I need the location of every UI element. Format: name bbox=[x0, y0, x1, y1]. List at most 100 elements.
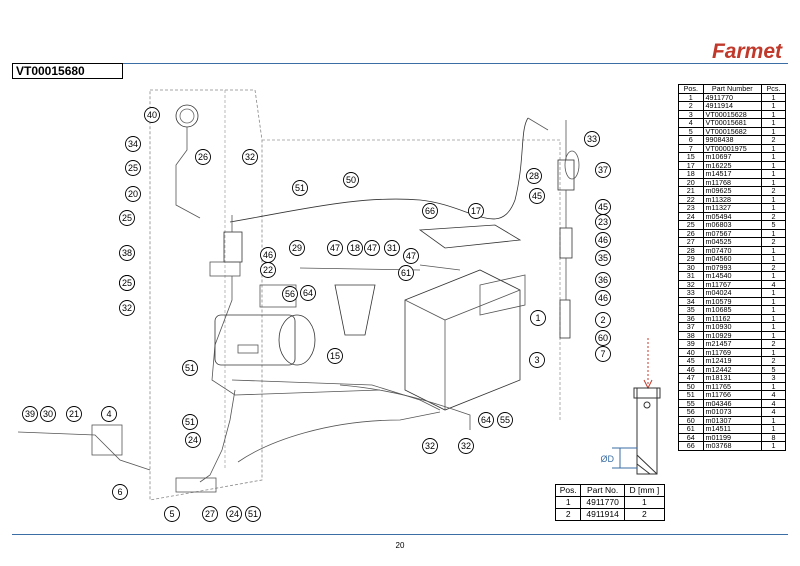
callout-circle bbox=[125, 136, 141, 152]
callout-bubble: 50 bbox=[343, 172, 359, 188]
callout-bubble: 47 bbox=[364, 240, 380, 256]
part-number-cell: 4911914 bbox=[702, 101, 762, 111]
pos-cell: 51 bbox=[678, 390, 704, 400]
callout-bubble: 32 bbox=[458, 438, 474, 454]
callout-number: 28 bbox=[529, 171, 539, 181]
callout-circle bbox=[347, 240, 363, 256]
callout-circle bbox=[144, 107, 160, 123]
callout-circle bbox=[164, 506, 180, 522]
callout-bubble: 15 bbox=[327, 348, 343, 364]
callout-number: 25 bbox=[122, 278, 132, 288]
callout-number: 51 bbox=[248, 509, 258, 519]
pos-cell: 61 bbox=[678, 424, 704, 434]
header-part-number: Part Number bbox=[702, 84, 762, 94]
callout-bubble: 6 bbox=[112, 484, 128, 500]
part-number-cell: m03768 bbox=[702, 441, 762, 451]
callout-bubble: 64 bbox=[478, 412, 494, 428]
callout-circle bbox=[300, 285, 316, 301]
callout-bubble: 25 bbox=[125, 160, 141, 176]
part-number-cell: m14540 bbox=[702, 271, 762, 281]
callout-number: 20 bbox=[128, 189, 138, 199]
callout-circle bbox=[182, 360, 198, 376]
callout-circle bbox=[595, 162, 611, 178]
pcs-cell: 1 bbox=[760, 441, 787, 451]
callout-number: 21 bbox=[69, 409, 79, 419]
pcs-cell: 3 bbox=[760, 373, 787, 383]
callout-bubble: 33 bbox=[584, 131, 600, 147]
callout-number: 5 bbox=[169, 509, 174, 519]
callout-number: 26 bbox=[198, 152, 208, 162]
callout-circle bbox=[327, 348, 343, 364]
callout-circle bbox=[125, 160, 141, 176]
callout-circle bbox=[22, 406, 38, 422]
part-number-cell: m06803 bbox=[702, 220, 762, 230]
callout-bubble: 40 bbox=[144, 107, 160, 123]
callout-circle bbox=[595, 272, 611, 288]
callout-bubble: 35 bbox=[595, 250, 611, 266]
callout-circle bbox=[497, 412, 513, 428]
callout-number: 34 bbox=[128, 139, 138, 149]
callout-number: 46 bbox=[598, 293, 608, 303]
callout-bubble: 24 bbox=[185, 432, 201, 448]
callout-bubble: 32 bbox=[119, 300, 135, 316]
callout-circle bbox=[101, 406, 117, 422]
pcs-cell: 5 bbox=[760, 220, 787, 230]
callout-circle bbox=[282, 286, 298, 302]
callout-bubble: 47 bbox=[327, 240, 343, 256]
pcs-cell: 2 bbox=[760, 237, 787, 247]
part-number-cell: VT00015681 bbox=[702, 118, 762, 128]
callout-number: 24 bbox=[188, 435, 198, 445]
pos-cell: 47 bbox=[678, 373, 704, 383]
pos-cell: 56 bbox=[678, 407, 704, 417]
callout-bubble: 55 bbox=[497, 412, 513, 428]
callout-circle bbox=[119, 210, 135, 226]
callout-circle bbox=[343, 172, 359, 188]
diameter-label: ØD bbox=[601, 454, 615, 464]
callout-number: 23 bbox=[598, 217, 608, 227]
callout-number: 32 bbox=[425, 441, 435, 451]
pcs-cell: 2 bbox=[760, 135, 787, 145]
pcs-cell: 2 bbox=[760, 339, 787, 349]
callout-number: 51 bbox=[295, 183, 305, 193]
callout-number: 15 bbox=[330, 351, 340, 361]
callout-bubble: 51 bbox=[182, 414, 198, 430]
callout-circle bbox=[226, 506, 242, 522]
callout-bubble: 7 bbox=[595, 346, 611, 362]
callout-circle bbox=[327, 240, 343, 256]
dim-header-pos: Pos. bbox=[554, 484, 582, 497]
part-number-cell: m04525 bbox=[702, 237, 762, 247]
callout-circle bbox=[384, 240, 400, 256]
pcs-cell: 4 bbox=[760, 390, 787, 400]
callout-bubble: 39 bbox=[22, 406, 38, 422]
callout-number: 6 bbox=[117, 487, 122, 497]
pos-cell: 2 bbox=[678, 101, 704, 111]
callout-bubble: 32 bbox=[422, 438, 438, 454]
callout-circle bbox=[478, 412, 494, 428]
callout-number: 46 bbox=[263, 250, 273, 260]
svg-text:Farmet: Farmet bbox=[712, 40, 783, 62]
part-number-cell: VT00001975 bbox=[702, 143, 762, 153]
callout-bubble: 25 bbox=[119, 275, 135, 291]
part-number-cell: m21457 bbox=[702, 339, 762, 349]
callout-bubble: 46 bbox=[595, 232, 611, 248]
callout-bubble: 66 bbox=[422, 203, 438, 219]
callout-number: 51 bbox=[185, 363, 195, 373]
detail-inset: ØD bbox=[601, 338, 661, 475]
pos-cell: 37 bbox=[678, 322, 704, 332]
pos-cell: 66 bbox=[678, 441, 704, 451]
callout-circle bbox=[403, 248, 419, 264]
callout-number: 64 bbox=[481, 415, 491, 425]
callout-number: 35 bbox=[598, 253, 608, 263]
callout-bubble: 18 bbox=[347, 240, 363, 256]
callout-number: 31 bbox=[387, 243, 397, 253]
